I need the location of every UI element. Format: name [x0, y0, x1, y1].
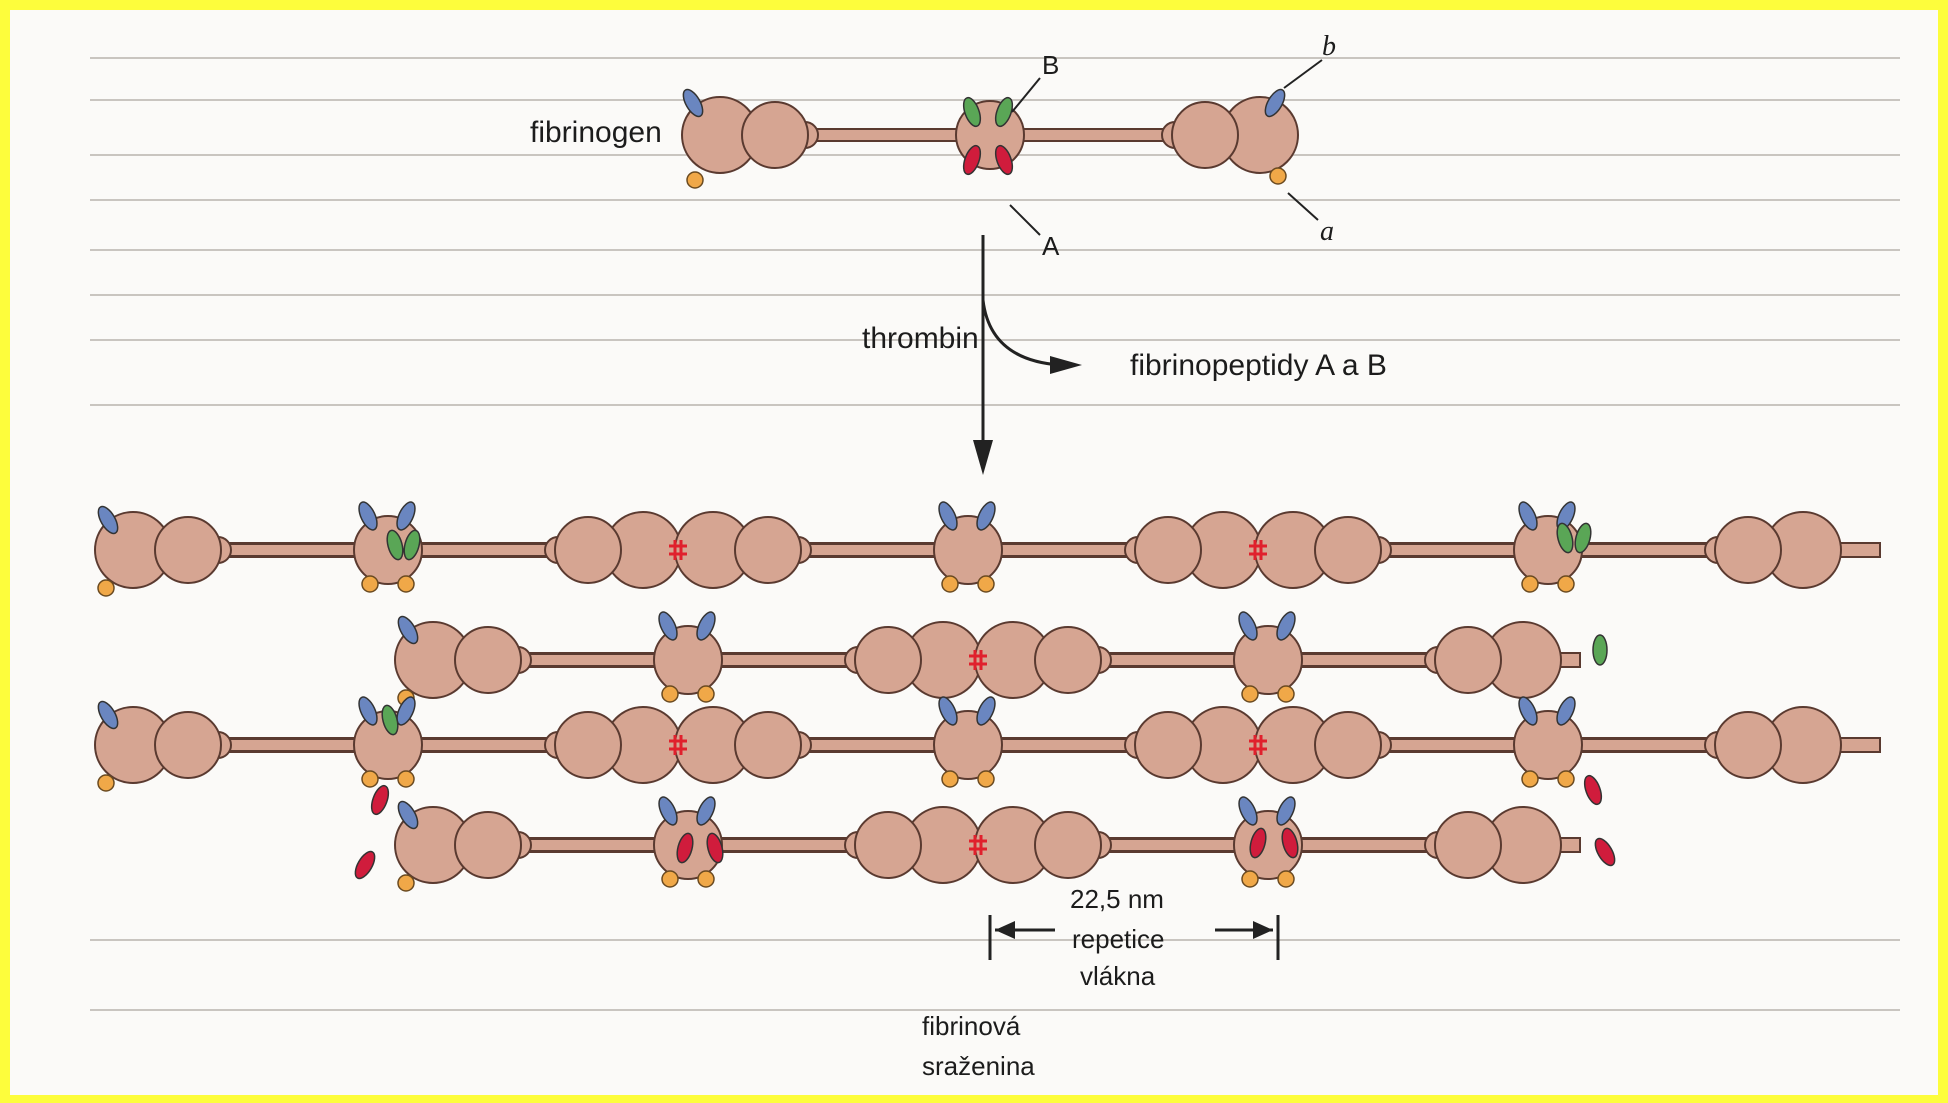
alpha-c-domain	[942, 771, 958, 787]
molecule-globule	[555, 517, 621, 583]
molecule-globule	[654, 626, 722, 694]
molecule-globule	[1172, 102, 1238, 168]
fibrinopeptides-label: fibrinopeptidy A a B	[1130, 349, 1387, 382]
molecule-globule	[1035, 812, 1101, 878]
alpha-c-domain	[1522, 771, 1538, 787]
alpha-c-domain	[978, 771, 994, 787]
molecule-globule	[934, 711, 1002, 779]
repeat-label-line1: repetice	[1072, 924, 1165, 954]
repeat-label-line2: vlákna	[1080, 961, 1156, 991]
molecule-globule	[855, 812, 921, 878]
molecule-globule	[742, 102, 808, 168]
alpha-c-domain	[98, 580, 114, 596]
alpha-c-domain	[398, 875, 414, 891]
molecule-globule	[1234, 626, 1302, 694]
fibrinopeptide-A-label: A	[1042, 231, 1060, 261]
molecule-globule	[934, 516, 1002, 584]
alpha-c-domain	[398, 771, 414, 787]
alpha-c-domain	[1278, 871, 1294, 887]
molecule-globule	[1135, 517, 1201, 583]
alpha-c-domain	[98, 775, 114, 791]
fibrinopeptide-B-knob	[1593, 635, 1607, 665]
molecule-globule	[455, 627, 521, 693]
molecule-globule	[555, 712, 621, 778]
alpha-c-domain	[1522, 576, 1538, 592]
clot-label-line2: sraženina	[922, 1051, 1035, 1081]
alpha-c-domain	[362, 771, 378, 787]
molecule-globule	[455, 812, 521, 878]
alpha-c-domain	[698, 686, 714, 702]
alpha-c-domain	[1278, 686, 1294, 702]
alpha-c-domain	[698, 871, 714, 887]
alpha-c-domain	[1558, 771, 1574, 787]
molecule-globule	[155, 712, 221, 778]
molecule-globule	[1315, 712, 1381, 778]
thrombin-label: thrombin	[862, 322, 979, 355]
molecule-globule	[1315, 517, 1381, 583]
molecule-globule	[1135, 712, 1201, 778]
binding-site-b-label: b	[1322, 31, 1336, 62]
alpha-c-domain	[1270, 168, 1286, 184]
binding-site-a-label: a	[1320, 216, 1334, 247]
alpha-c-domain	[662, 686, 678, 702]
alpha-c-domain	[942, 576, 958, 592]
molecule-globule	[735, 712, 801, 778]
repeat-distance-label: 22,5 nm	[1070, 884, 1164, 914]
molecule-globule	[1035, 627, 1101, 693]
alpha-c-domain	[362, 576, 378, 592]
molecule-globule	[1715, 517, 1781, 583]
molecule-globule	[735, 517, 801, 583]
molecule-globule	[1715, 712, 1781, 778]
alpha-c-domain	[1242, 686, 1258, 702]
molecule-globule	[1435, 812, 1501, 878]
molecule-globule	[155, 517, 221, 583]
molecule-globule	[855, 627, 921, 693]
clot-label-line1: fibrinová	[922, 1011, 1021, 1041]
alpha-c-domain	[1242, 871, 1258, 887]
fibrinopeptide-B-label: B	[1042, 50, 1059, 80]
alpha-c-domain	[1558, 576, 1574, 592]
alpha-c-domain	[978, 576, 994, 592]
molecule-globule	[1435, 627, 1501, 693]
molecule-globule	[1514, 711, 1582, 779]
alpha-c-domain	[687, 172, 703, 188]
alpha-c-domain	[662, 871, 678, 887]
fibrinogen-label: fibrinogen	[530, 116, 662, 149]
alpha-c-domain	[398, 576, 414, 592]
